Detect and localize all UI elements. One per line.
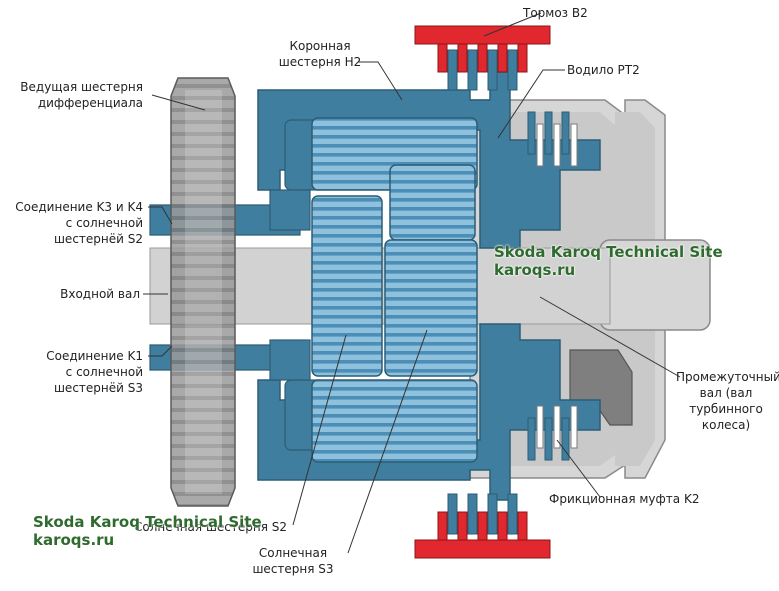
sun-gear-s2-body <box>311 195 383 377</box>
label-ring-gear-h2: Коронная шестерня H2 <box>278 39 362 69</box>
brake-b2-bottom <box>414 493 551 559</box>
sun-gear-s3-body <box>384 239 478 377</box>
label-k1-connection: Соединение K1 с солнечной шестернёй S3 <box>46 349 143 395</box>
diff-drive-gear <box>170 77 236 507</box>
label-intermediate-shaft: Промежуточный вал (вал турбинного колеса… <box>676 370 779 432</box>
brake-b2-top <box>414 25 551 91</box>
label-carrier-pt2: Водило PT2 <box>567 63 640 77</box>
planetary-gears <box>311 117 478 463</box>
watermark-bottom: Skoda Karoq Technical Site karoqs.ru <box>33 513 262 549</box>
label-clutch-k2: Фрикционная муфта K2 <box>549 492 700 506</box>
label-brake-b2: Тормоз B2 <box>523 6 588 20</box>
label-sun-gear-s3: Солнечная шестерня S3 <box>252 546 334 576</box>
label-sun-gear-s2: Солнечная шестерня S2 <box>134 520 288 534</box>
label-k3-k4-connection: Соединение K3 и K4 с солнечной шестернёй… <box>15 200 143 246</box>
label-input-shaft: Входной вал <box>60 287 140 301</box>
clutch-k2-plates <box>527 111 578 461</box>
planet-gear-small <box>389 164 476 241</box>
label-diff-drive-gear: Ведущая шестерня дифференциала <box>20 80 143 110</box>
leader-lines <box>143 12 681 554</box>
watermark-top: Skoda Karoq Technical Site karoqs.ru <box>494 243 723 279</box>
